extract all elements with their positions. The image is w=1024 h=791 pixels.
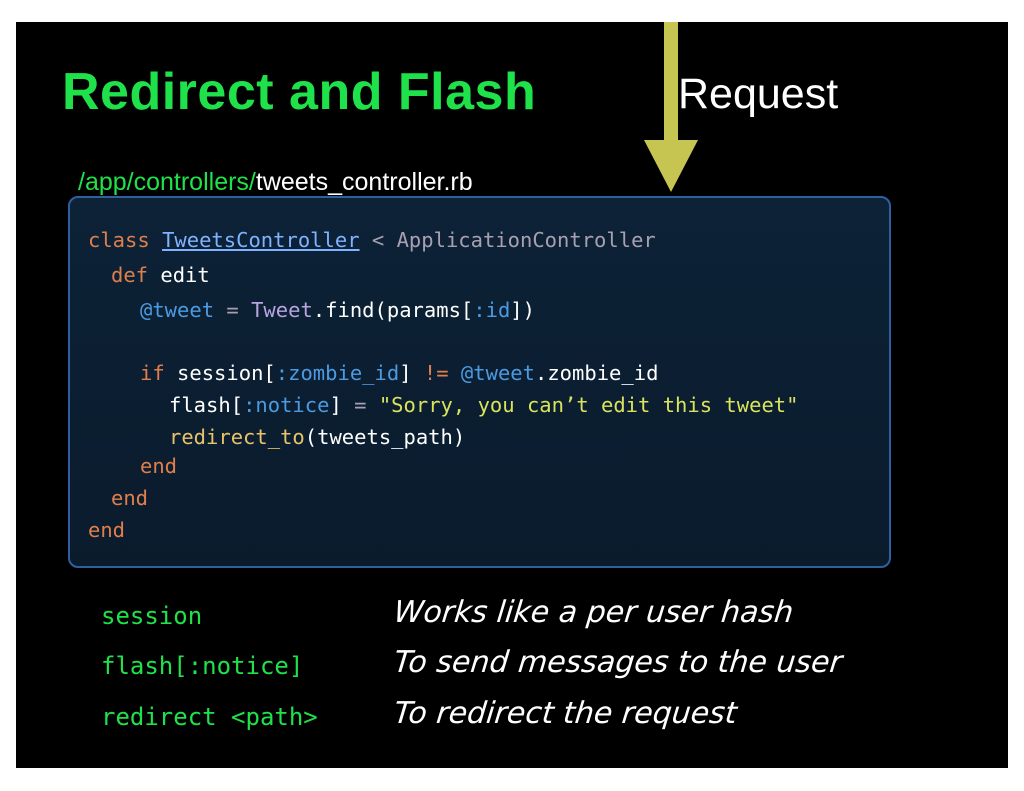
code-line-7: redirect_to(tweets_path)	[169, 425, 466, 449]
code-line-2: def edit	[111, 263, 210, 287]
code-line-9: end	[111, 486, 149, 510]
request-label: Request	[678, 70, 839, 118]
code-line-5: if session[:zombie_id] != @tweet.zombie_…	[140, 361, 659, 385]
slide: Redirect and Flash Request /app/controll…	[16, 22, 1008, 768]
code-line-6: flash[:notice] = "Sorry, you can’t edit …	[169, 393, 799, 417]
code-line-1: class TweetsController < ApplicationCont…	[88, 228, 656, 252]
file-name: tweets_controller.rb	[255, 168, 473, 196]
term-flash: flash[:notice]	[101, 652, 304, 680]
desc-session: Works like a per user hash	[392, 595, 796, 630]
code-block: class TweetsController < ApplicationCont…	[68, 196, 891, 568]
desc-redirect: To redirect the request	[392, 696, 739, 731]
term-redirect: redirect <path>	[101, 703, 318, 731]
desc-flash: To send messages to the user	[392, 645, 844, 680]
file-path: /app/controllers/tweets_controller.rb	[78, 168, 473, 197]
file-dir: /app/controllers/	[78, 168, 256, 196]
slide-title: Redirect and Flash	[62, 63, 537, 121]
request-arrow-icon	[644, 22, 698, 192]
term-session: session	[101, 602, 203, 630]
code-line-8: end	[140, 454, 178, 478]
code-line-3: @tweet = Tweet.find(params[:id])	[140, 298, 535, 322]
code-line-10: end	[88, 518, 126, 542]
